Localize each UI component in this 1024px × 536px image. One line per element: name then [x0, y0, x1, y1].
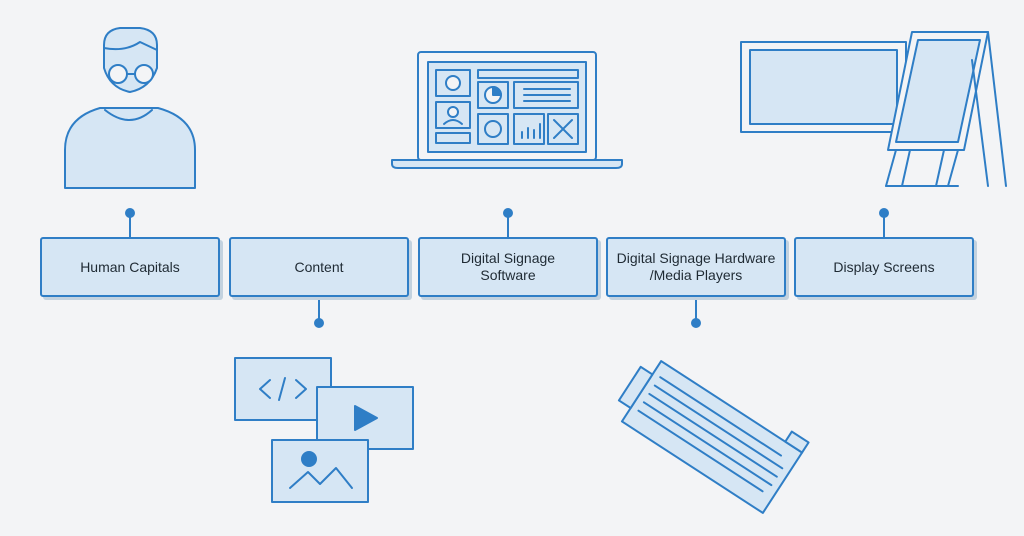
media-player-device-icon — [617, 360, 810, 514]
person-with-glasses-icon — [64, 27, 196, 189]
component-software: Digital Signage Software — [418, 237, 598, 297]
display-screens-icon — [740, 31, 1007, 187]
component-human-capitals: Human Capitals — [40, 237, 220, 297]
component-label: Content — [294, 258, 344, 275]
component-hardware: Digital Signage Hardware /Media Players — [606, 237, 786, 297]
component-content: Content — [229, 237, 409, 297]
component-label: Human Capitals — [80, 258, 180, 275]
connectors — [125, 208, 889, 328]
component-label: Digital Signage Software — [460, 250, 556, 283]
laptop-dashboard-icon — [391, 51, 623, 169]
code-video-image-files-icon — [234, 357, 414, 503]
component-label: Display Screens — [833, 258, 935, 275]
component-display-screens: Display Screens — [794, 237, 974, 297]
component-label: Digital Signage Hardware /Media Players — [616, 250, 776, 283]
